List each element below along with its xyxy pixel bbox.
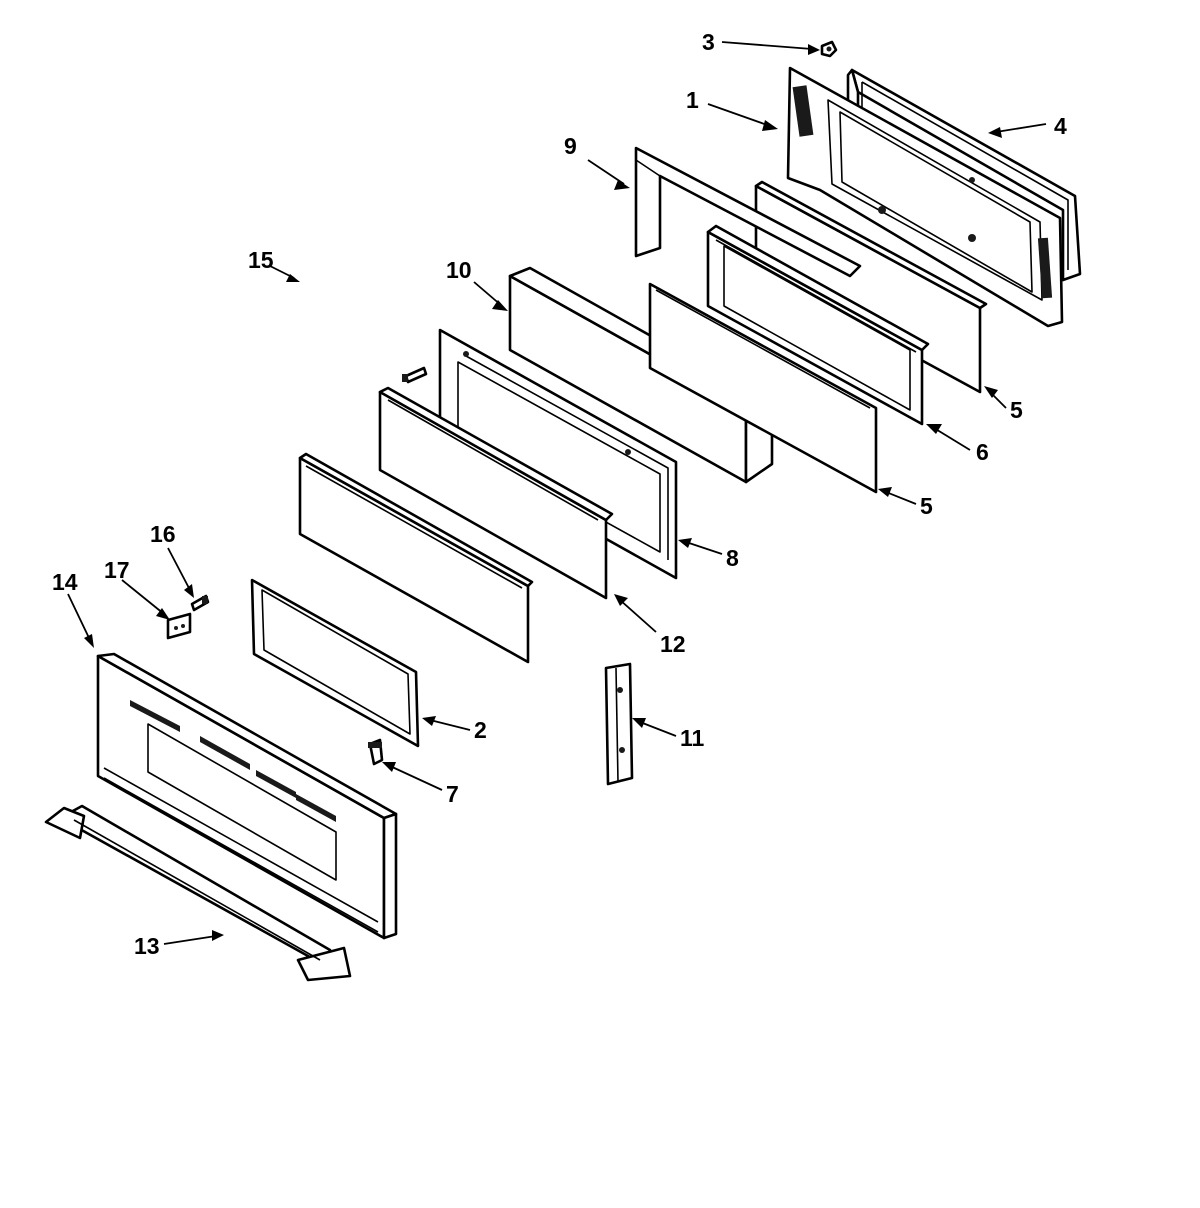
callout-9: 9 [564,133,577,159]
callout-14: 14 [52,569,78,595]
part-6-glass-pack [706,224,930,426]
part-15-glass-panel [298,452,534,664]
part-7-screw [368,738,384,766]
callout-3: 3 [702,29,715,55]
part-3-nut [820,40,838,58]
callout-7: 7 [446,781,459,807]
callout-16: 16 [150,521,176,547]
callout-17: 17 [104,557,130,583]
part-1-inner-door-panel [786,66,1064,328]
callout-2: 2 [474,717,487,743]
callout-5-rear: 5 [1010,397,1023,423]
part-16-screw [190,594,210,612]
callout-6: 6 [976,439,989,465]
part-8-glass-frame [438,328,678,580]
callout-12: 12 [660,631,686,657]
callout-1: 1 [686,87,699,113]
callout-10: 10 [446,257,472,283]
leader-lines [67,41,1047,945]
callout-13: 13 [134,933,160,959]
part-9-top-trim-channel [634,146,862,278]
part-5-front-glass-panel [648,282,878,494]
callout-15: 15 [248,247,274,273]
callout-8: 8 [726,545,739,571]
screw-part-8 [402,366,428,384]
callout-labels: 3 1 4 9 10 5 6 5 15 8 16 17 14 12 11 2 7… [52,29,1067,959]
part-17-bracket [166,612,192,640]
part-2-window-gasket [250,578,420,748]
part-13-door-handle [44,804,352,982]
callout-5-front: 5 [920,493,933,519]
callout-4: 4 [1054,113,1067,139]
part-11-hinge-channel [604,662,634,786]
part-12-inner-glass [378,386,614,600]
part-14-outer-door-panel [96,652,398,940]
callout-11: 11 [680,725,705,751]
